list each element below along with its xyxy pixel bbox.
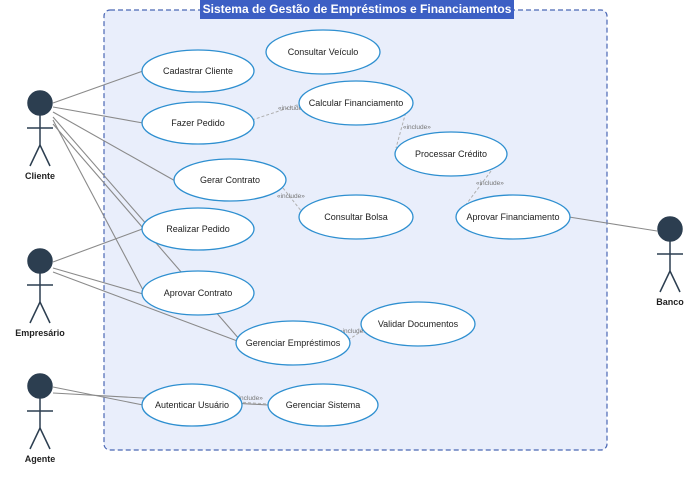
use-case-fazer-pedido[interactable]: Fazer Pedido [141,101,255,145]
use-case-label: Consultar Veículo [288,47,359,57]
system-title-banner: Sistema de Gestão de Empréstimos e Finan… [200,0,514,19]
include-labels: «include» «include» «include» «include» … [235,105,504,402]
include-label-fazer-calcular: «include» [278,105,306,112]
include-label-autenticar-gerenciar: «include» [235,395,263,402]
actor-label: Agente [25,454,56,464]
actor-agente[interactable]: Agente [25,373,56,464]
use-case-processar-credito[interactable]: Processar Crédito [394,131,508,177]
use-cases: Consultar Veículo Cadastrar Cliente Calc… [141,29,571,427]
use-case-consultar-bolsa[interactable]: Consultar Bolsa [298,194,414,240]
use-case-label: Gerenciar Empréstimos [246,338,341,348]
include-line-autenticar-gerenciar [237,401,269,405]
actor-empresario[interactable]: Empresário [15,248,65,338]
use-case-label: Validar Documentos [378,319,459,329]
use-case-label: Calcular Financiamento [309,98,404,108]
actor-cliente[interactable]: Cliente [25,90,55,181]
assoc-empresario-realizar-pedido [52,227,146,263]
use-case-autenticar-usuario[interactable]: Autenticar Usuário [141,383,243,427]
use-case-label: Fazer Pedido [171,118,225,128]
assoc-banco-aprovar-financiamento [568,216,658,232]
use-case-validar-documentos[interactable]: Validar Documentos [360,301,476,347]
include-label-gerenciar-validar: «include» [339,328,367,335]
use-case-cadastrar-cliente[interactable]: Cadastrar Cliente [141,49,255,93]
use-case-label: Cadastrar Cliente [163,66,233,76]
include-label-gerar-consultar: «include» [277,193,305,200]
use-case-aprovar-financiamento[interactable]: Aprovar Financiamento [455,194,571,240]
use-case-gerar-contrato[interactable]: Gerar Contrato [173,158,287,202]
use-case-gerenciar-emprestimos[interactable]: Gerenciar Empréstimos [235,320,351,366]
assoc-empresario-gerenciar-emprestimos [52,271,241,343]
assoc-cliente-aprovar-contrato [52,119,144,291]
use-case-label: Consultar Bolsa [324,212,388,222]
include-line-gerar-consultar [282,187,303,213]
actor-banco[interactable]: Banco [656,216,684,307]
use-case-label: Aprovar Financiamento [466,212,559,222]
use-case-label: Realizar Pedido [166,224,230,234]
use-case-consultar-veiculo[interactable]: Consultar Veículo [265,29,381,75]
actor-label: Cliente [25,171,55,181]
use-case-gerenciar-sistema[interactable]: Gerenciar Sistema [267,383,379,427]
assoc-cliente-cadastrar-cliente [52,70,144,104]
use-case-calcular-financiamento[interactable]: Calcular Financiamento [298,80,414,126]
use-case-label: Gerenciar Sistema [286,400,361,410]
actor-label: Empresário [15,328,65,338]
assoc-cliente-fazer-pedido [52,106,144,124]
stick-figure-icon [27,90,53,167]
include-line-gerenciar-validar [347,328,366,341]
use-case-label: Autenticar Usuário [155,400,229,410]
use-case-realizar-pedido[interactable]: Realizar Pedido [141,207,255,251]
use-case-aprovar-contrato[interactable]: Aprovar Contrato [141,270,255,316]
use-case-label: Aprovar Contrato [164,288,233,298]
use-case-label: Processar Crédito [415,149,487,159]
assoc-cliente-gerar-contrato [52,111,178,183]
include-label-processar-aprovar: «include» [476,180,504,187]
include-line-fazer-calcular [251,103,301,121]
include-label-calcular-processar: «include» [403,124,431,131]
actor-label: Banco [656,297,684,307]
system-title: Sistema de Gestão de Empréstimos e Finan… [203,2,512,16]
assoc-empresario-aprovar-contrato [52,267,144,295]
stick-figure-icon [27,373,53,450]
stick-figure-icon [27,248,53,324]
system-title-background [200,0,514,19]
stick-figure-icon [657,216,683,293]
assoc-cliente-realizar-pedido [52,116,149,227]
use-case-label: Gerar Contrato [200,175,260,185]
